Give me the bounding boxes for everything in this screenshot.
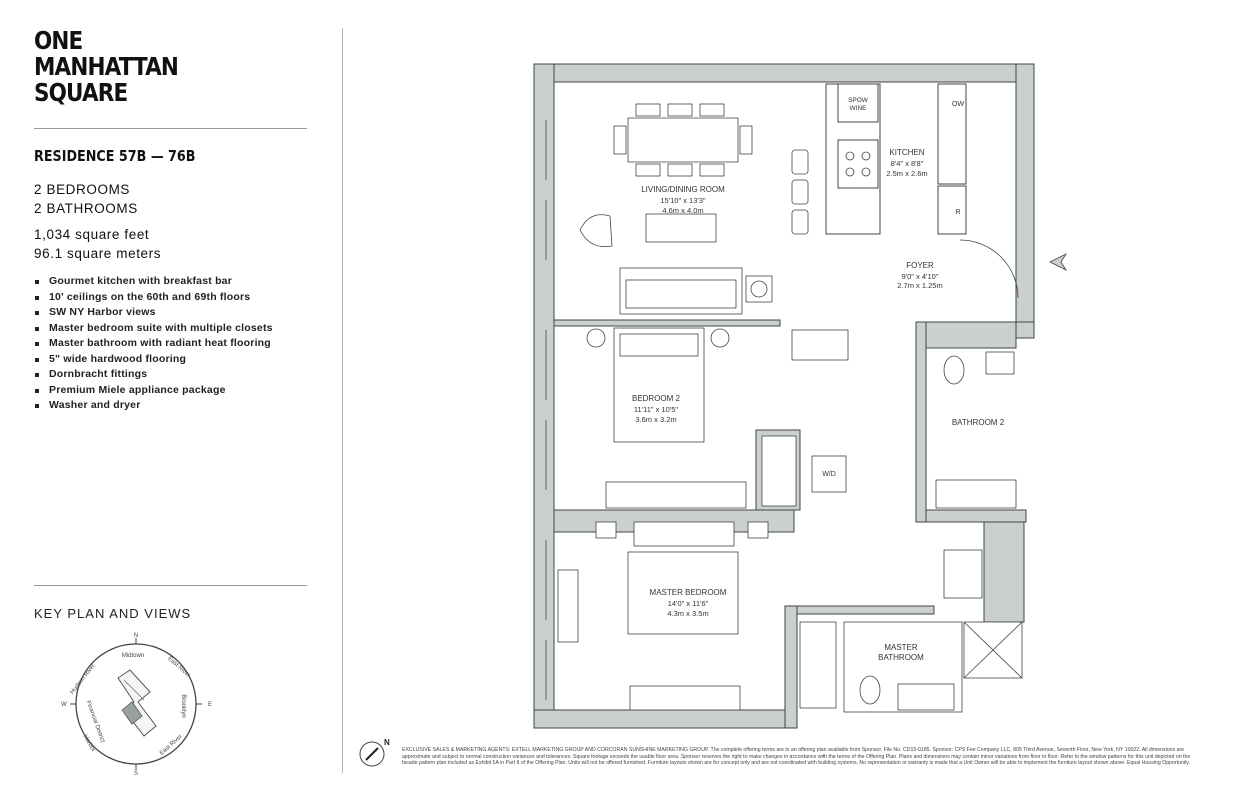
bar-stools bbox=[791, 149, 809, 235]
compass-e: E bbox=[208, 702, 212, 708]
living-room-imperial: 15'10" x 13'3" bbox=[660, 196, 706, 205]
east-river-label: East River bbox=[166, 656, 191, 679]
entry-door-swing bbox=[959, 239, 1019, 299]
master-bedroom-imperial: 14'0" x 11'6" bbox=[668, 599, 709, 608]
master-bathroom-fixtures bbox=[843, 621, 1023, 713]
feature-item: SW NY Harbor views bbox=[34, 305, 273, 321]
spow-label: SPOW bbox=[848, 97, 869, 104]
feature-item: Master bedroom suite with multiple close… bbox=[34, 321, 273, 337]
feature-item: Washer and dryer bbox=[34, 398, 273, 414]
master-bedroom-metric: 4.3m x 3.5m bbox=[667, 609, 708, 618]
feature-item: Master bathroom with radiant heat floori… bbox=[34, 336, 273, 352]
residence-title: RESIDENCE 57B — 76B bbox=[34, 147, 196, 165]
kitchen-name: KITCHEN bbox=[889, 148, 924, 157]
hudson-river-label: Hudson River bbox=[70, 663, 97, 695]
legal-disclaimer: EXCLUSIVE SALES & MARKETING AGENTS: EXTE… bbox=[402, 747, 1191, 767]
bathroom-count: 2 BATHROOMS bbox=[34, 201, 138, 216]
feature-list: Gourmet kitchen with breakfast bar 10' c… bbox=[34, 274, 273, 414]
room-labels: LIVING/DINING ROOM 15'10" x 13'3" 4.6m x… bbox=[632, 97, 1005, 662]
area-sqft: 1,034 square feet bbox=[34, 227, 150, 242]
area-sqm: 96.1 square meters bbox=[34, 246, 162, 261]
bedroom-2-name: BEDROOM 2 bbox=[632, 394, 681, 403]
dining-table bbox=[579, 103, 753, 248]
master-bathroom-line-2: BATHROOM bbox=[878, 653, 924, 662]
key-plan-title: KEY PLAN AND VIEWS bbox=[34, 606, 192, 621]
compass-north-label: N bbox=[384, 738, 390, 747]
bedroom-2-imperial: 11'11" x 10'5" bbox=[634, 405, 679, 414]
compass-s: S bbox=[134, 771, 138, 775]
compass-n: N bbox=[134, 633, 138, 639]
harbor-label: Harbor bbox=[82, 734, 96, 753]
washer-dryer-label: W/D bbox=[822, 471, 836, 478]
bedroom-2-metric: 3.6m x 3.2m bbox=[635, 415, 676, 424]
logo: ONE MANHATTAN SQUARE bbox=[34, 28, 214, 106]
floor-plan: LIVING/DINING ROOM 15'10" x 13'3" 4.6m x… bbox=[533, 63, 1068, 729]
brooklyn-label: Brooklyn bbox=[180, 694, 186, 717]
logo-line-1: ONE bbox=[34, 26, 83, 55]
north-arrow-icon bbox=[365, 747, 379, 761]
kitchen-counters bbox=[825, 83, 967, 235]
compass: N bbox=[359, 738, 390, 767]
refrigerator-label: R bbox=[955, 209, 960, 216]
compass-w: W bbox=[61, 702, 67, 708]
master-bedroom-bed bbox=[557, 521, 983, 711]
master-bathroom-line-1: MASTER bbox=[884, 643, 918, 652]
compass-circle bbox=[359, 741, 385, 767]
kitchen-imperial: 8'4" x 8'8" bbox=[891, 159, 924, 168]
foyer-metric: 2.7m x 1.25m bbox=[897, 281, 942, 290]
key-plan: N S W E Hudson River Midtown East River … bbox=[61, 633, 212, 775]
logo-line-2: MANHATTAN bbox=[34, 52, 179, 81]
sofa bbox=[619, 267, 773, 315]
living-room-metric: 4.6m x 4.0m bbox=[662, 206, 703, 215]
foyer-name: FOYER bbox=[906, 261, 934, 270]
living-room-name: LIVING/DINING ROOM bbox=[641, 185, 725, 194]
kitchen-metric: 2.5m x 2.6m bbox=[886, 169, 927, 178]
wine-label: WINE bbox=[850, 105, 868, 112]
vertical-divider bbox=[342, 28, 343, 773]
feature-item: Gourmet kitchen with breakfast bar bbox=[34, 274, 273, 290]
stove bbox=[845, 151, 871, 177]
logo-line-3: SQUARE bbox=[34, 78, 128, 107]
room-counts: 2 BEDROOMS 2 BATHROOMS bbox=[34, 180, 138, 218]
master-bedroom-name: MASTER BEDROOM bbox=[650, 588, 727, 597]
divider bbox=[34, 128, 307, 129]
feature-item: Premium Miele appliance package bbox=[34, 383, 273, 399]
area: 1,034 square feet 96.1 square meters bbox=[34, 225, 161, 263]
bedroom-count: 2 BEDROOMS bbox=[34, 182, 131, 197]
building-footprint bbox=[117, 669, 157, 737]
foyer-imperial: 9'0" x 4'10" bbox=[902, 272, 939, 281]
feature-item: 5" wide hardwood flooring bbox=[34, 352, 273, 368]
feature-item: Dornbracht fittings bbox=[34, 367, 273, 383]
oven-label: OW bbox=[952, 101, 964, 108]
feature-item: 10' ceilings on the 60th and 69th floors bbox=[34, 290, 273, 306]
divider bbox=[34, 585, 307, 586]
bathroom-2-name: BATHROOM 2 bbox=[952, 418, 1005, 427]
bedroom-2-bed bbox=[586, 327, 849, 509]
midtown-label: Midtown bbox=[122, 653, 144, 659]
laundry bbox=[761, 435, 847, 507]
bathroom-2-fixtures bbox=[935, 351, 1017, 509]
entry-arrow-icon bbox=[1049, 253, 1068, 271]
